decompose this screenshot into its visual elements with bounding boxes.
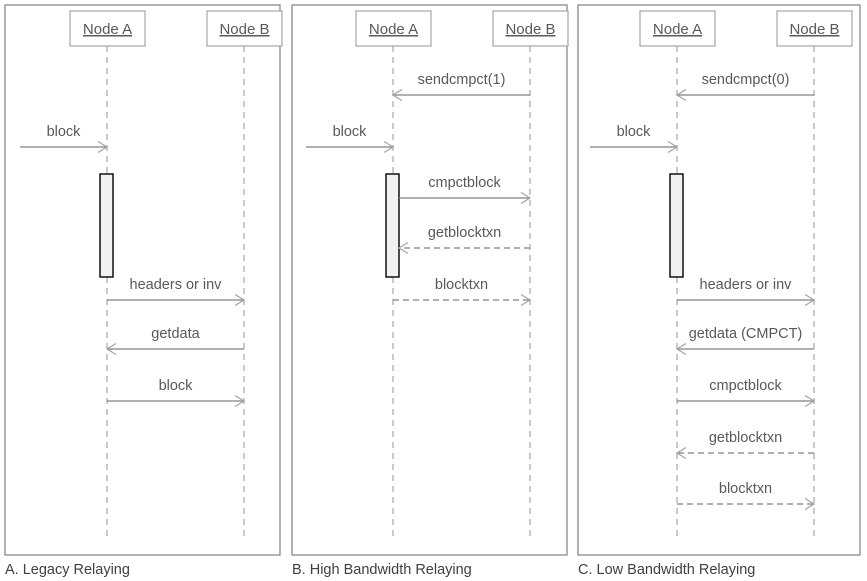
message-cmpctblock: cmpctblock <box>677 378 816 408</box>
message-arrowhead <box>234 293 246 307</box>
message-arrowhead <box>520 293 532 307</box>
message-label: block <box>333 124 368 140</box>
activation-bar <box>669 173 684 278</box>
message-block: block <box>20 124 109 154</box>
participant-box-node-a[interactable] <box>639 10 716 47</box>
message-label: cmpctblock <box>428 175 501 191</box>
panel-caption: C. Low Bandwidth Relaying <box>578 562 755 578</box>
message-arrowhead <box>804 394 816 408</box>
participant-label-node-a: Node A <box>369 21 418 38</box>
message-label: blocktxn <box>719 481 772 497</box>
participant-box-node-b[interactable] <box>776 10 853 47</box>
participant-box-node-b[interactable] <box>206 10 283 47</box>
message-label: blocktxn <box>435 277 488 293</box>
panel-caption: B. High Bandwidth Relaying <box>292 562 472 578</box>
message-label: headers or inv <box>700 277 793 293</box>
message-getblocktxn: getblocktxn <box>675 430 814 460</box>
message-headers-or-inv: headers or inv <box>677 277 816 307</box>
message-label: sendcmpct(0) <box>702 72 790 88</box>
participant-box-node-a[interactable] <box>69 10 146 47</box>
message-label: block <box>47 124 82 140</box>
panel-c: Node A Node B sendcmpct(0) block headers or … <box>577 4 861 578</box>
message-blocktxn: blocktxn <box>393 277 532 307</box>
message-label: getblocktxn <box>709 430 782 446</box>
message-label: cmpctblock <box>709 378 782 394</box>
message-arrowhead <box>675 342 687 356</box>
message-label: block <box>617 124 652 140</box>
message-getblocktxn: getblocktxn <box>397 225 530 255</box>
message-label: getdata (CMPCT) <box>689 326 803 342</box>
participant-box-node-a[interactable] <box>355 10 432 47</box>
participant-box-node-b[interactable] <box>492 10 569 47</box>
message-sendcmpct-0: sendcmpct(0) <box>675 72 814 102</box>
message-arrowhead <box>804 293 816 307</box>
panel-frame <box>291 4 568 556</box>
message-blocktxn: blocktxn <box>677 481 816 511</box>
message-getdata-cmpct: getdata (CMPCT) <box>675 326 814 356</box>
message-arrowhead <box>391 88 403 102</box>
message-arrowhead <box>397 241 409 255</box>
participant-label-node-a: Node A <box>653 21 702 38</box>
participant-label-node-b: Node B <box>219 21 269 38</box>
message-arrowhead <box>675 446 687 460</box>
message-block: block <box>590 124 679 154</box>
message-block: block <box>107 378 246 408</box>
message-label: getdata <box>151 326 200 342</box>
activation-bar <box>385 173 400 278</box>
participant-label-node-b: Node B <box>505 21 555 38</box>
message-label: block <box>159 378 194 394</box>
panels-layer: Node A Node B block headers or inv getdata bl… <box>4 4 861 578</box>
message-getdata: getdata <box>105 326 244 356</box>
panel-frame <box>4 4 281 556</box>
message-arrowhead <box>383 140 395 154</box>
message-arrowhead <box>675 88 687 102</box>
message-arrowhead <box>234 394 246 408</box>
participant-label-node-a: Node A <box>83 21 132 38</box>
panel-caption: A. Legacy Relaying <box>5 562 130 578</box>
message-arrowhead <box>105 342 117 356</box>
message-label: sendcmpct(1) <box>418 72 506 88</box>
message-arrowhead <box>804 497 816 511</box>
participant-label-node-b: Node B <box>789 21 839 38</box>
message-arrowhead <box>97 140 109 154</box>
message-label: getblocktxn <box>428 225 501 241</box>
message-label: headers or inv <box>130 277 223 293</box>
activation-bar <box>99 173 114 278</box>
message-arrowhead <box>520 191 532 205</box>
panel-frame <box>577 4 861 556</box>
panel-a: Node A Node B block headers or inv getdata bl… <box>4 4 283 578</box>
message-headers-or-inv: headers or inv <box>107 277 246 307</box>
message-arrowhead <box>667 140 679 154</box>
message-cmpctblock: cmpctblock <box>399 175 532 205</box>
message-block: block <box>306 124 395 154</box>
panel-b: Node A Node B sendcmpct(1) block cmpctblock g… <box>291 4 569 578</box>
message-sendcmpct-1: sendcmpct(1) <box>391 72 530 102</box>
